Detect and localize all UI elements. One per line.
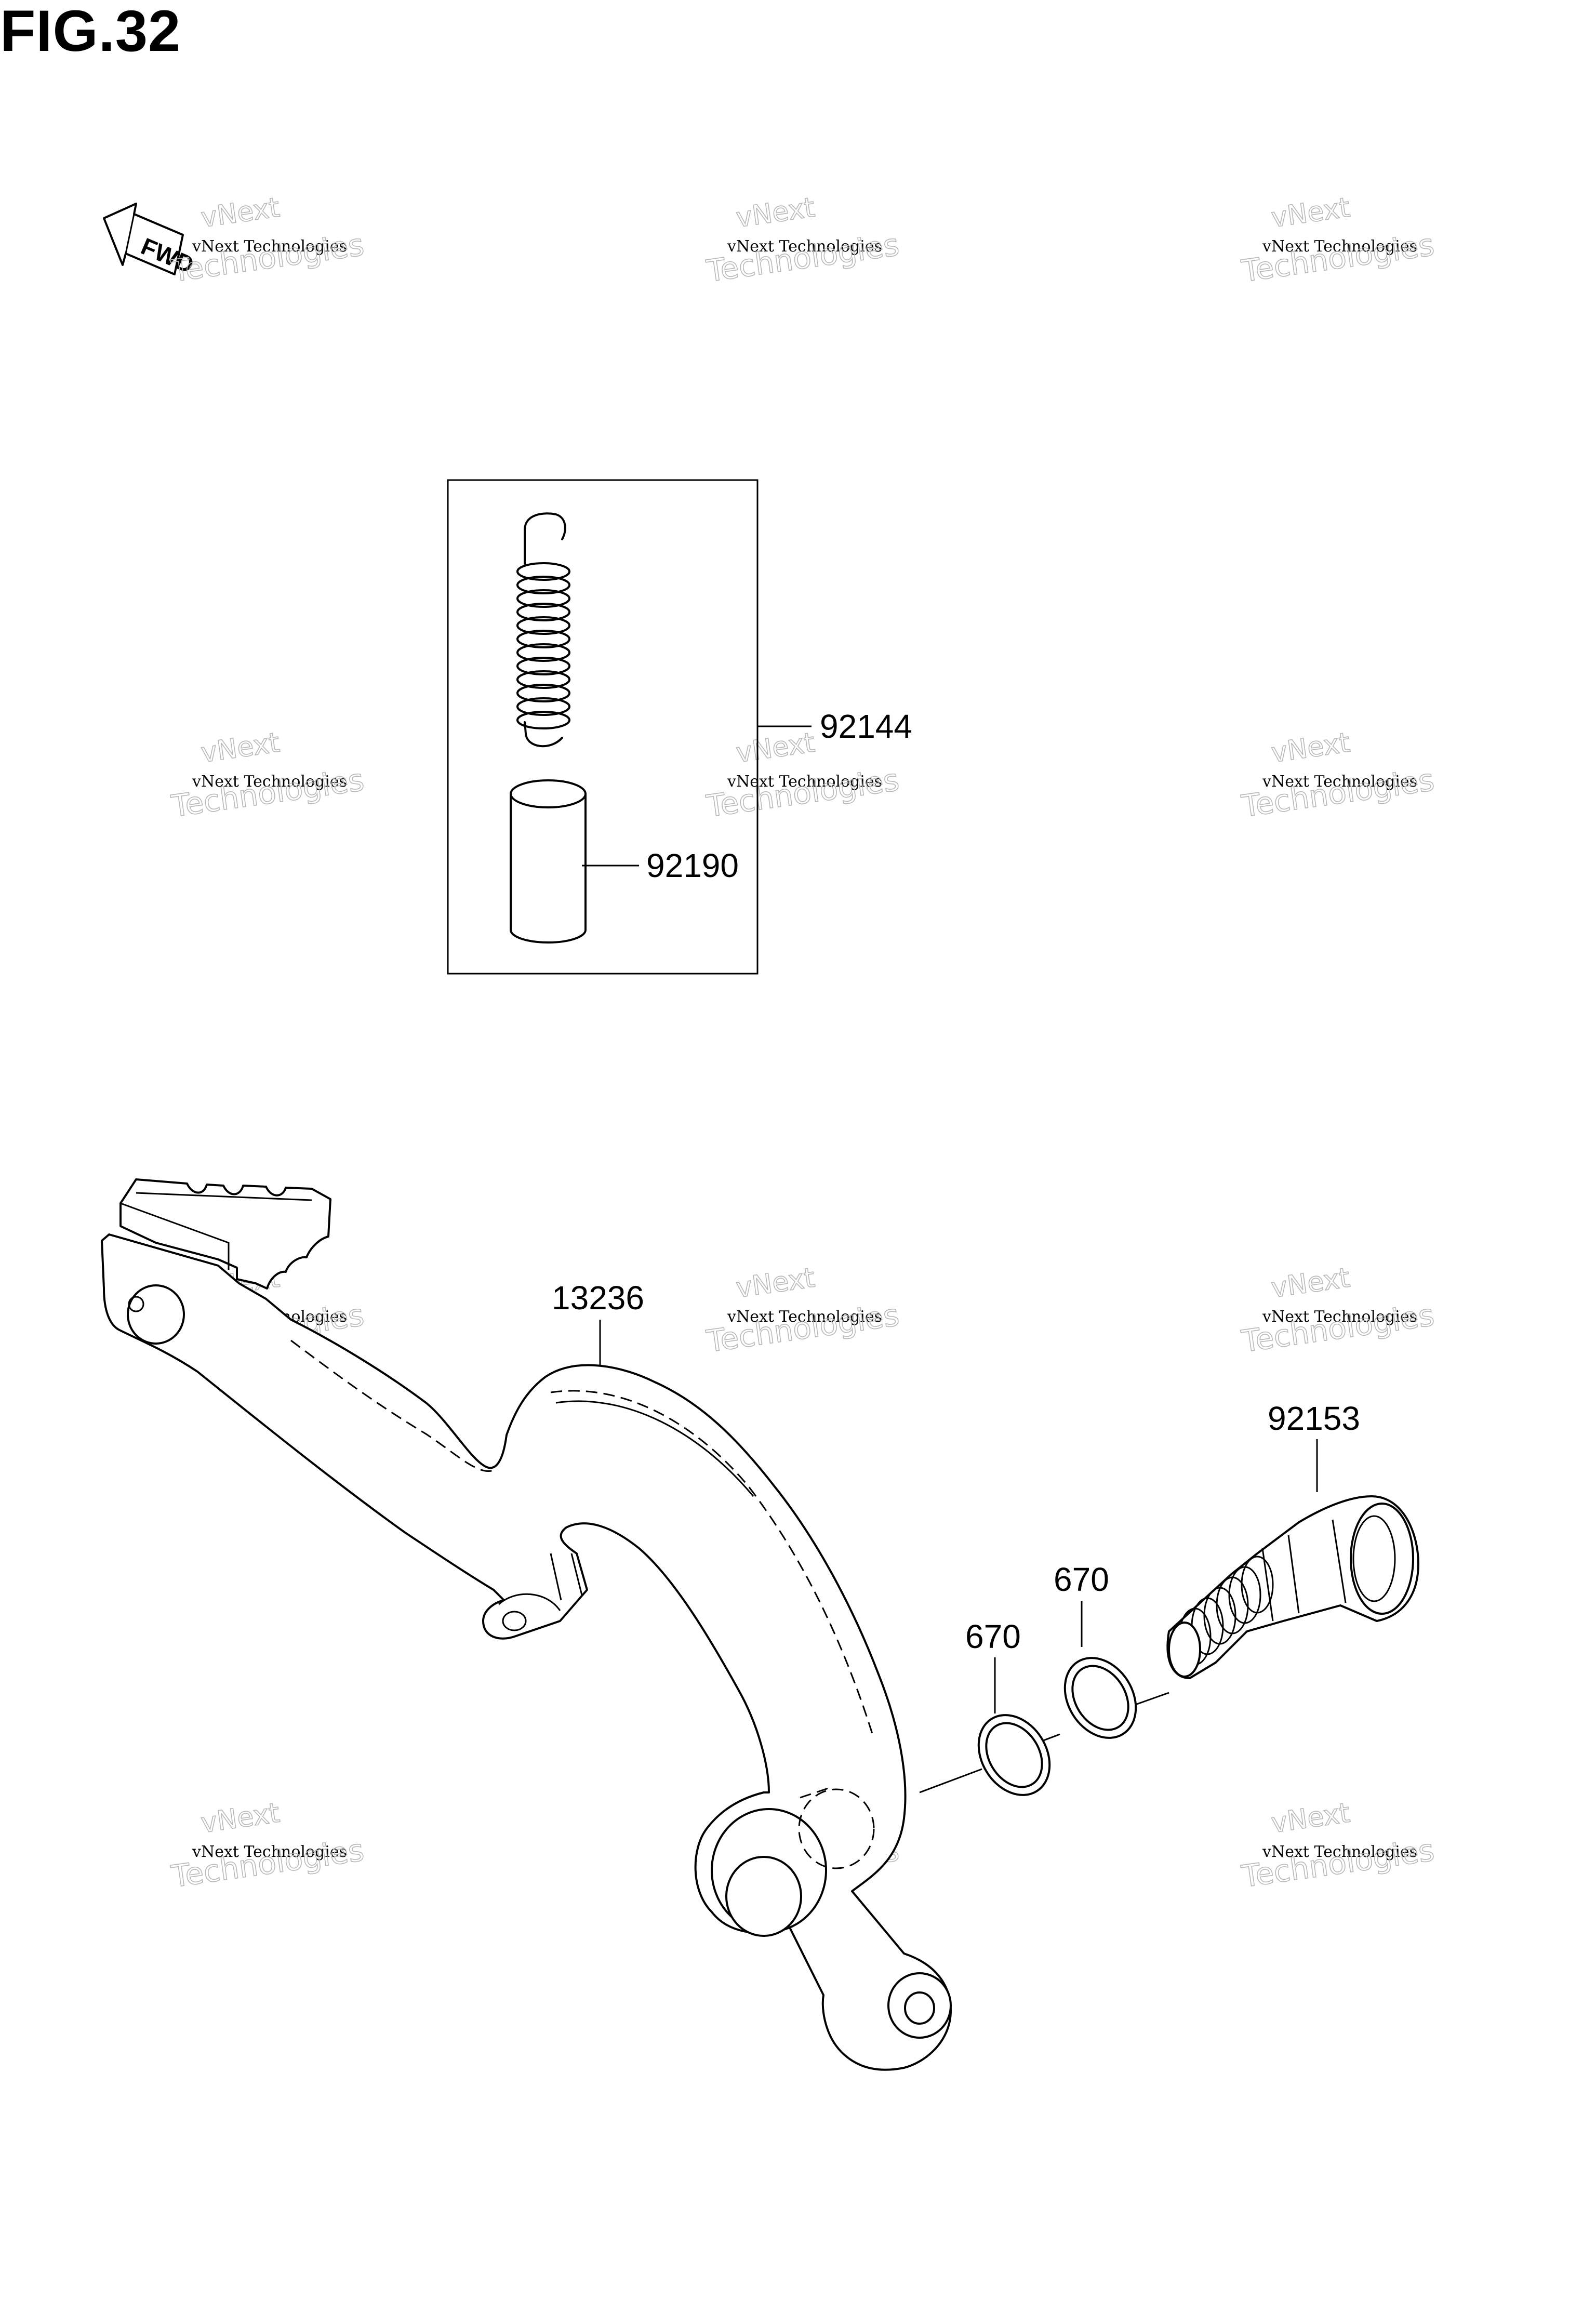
figure-title: FIG.32 — [0, 0, 181, 63]
watermark-outline: vNext — [734, 1263, 817, 1305]
watermark-text: vNext Technologies — [192, 237, 347, 256]
watermark-outline: vNext — [199, 727, 282, 769]
callout-670-outer: 670 — [965, 1618, 1021, 1655]
watermark-outline-text: Technologies — [704, 227, 901, 289]
watermark-text: vNext Technologies — [1262, 773, 1417, 791]
callout-13236: 13236 — [552, 1279, 644, 1317]
callout-670-inner: 670 — [1054, 1561, 1109, 1598]
spring-coil — [516, 603, 570, 621]
watermark-outline: vNext — [1269, 1263, 1352, 1305]
watermark-outline: vNext — [1269, 1798, 1352, 1840]
spring-coil — [516, 697, 570, 716]
spring-coil — [516, 616, 570, 635]
return-spring — [516, 512, 570, 748]
watermark-text: vNext Technologies — [727, 237, 882, 256]
o-ring-inner — [1063, 1657, 1137, 1739]
watermark-text: vNext Technologies — [1262, 1843, 1417, 1861]
watermark-outline-text: Technologies — [704, 762, 901, 824]
spring-coil — [516, 562, 570, 581]
spring-coil — [516, 589, 570, 608]
spring-coil — [516, 630, 570, 648]
watermark-text: vNext Technologies — [727, 773, 882, 791]
watermark-outline: vNext — [199, 192, 282, 234]
watermark-outline: vNext — [199, 1798, 282, 1840]
collar-sleeve — [510, 779, 587, 944]
watermark-outline-text: Technologies — [169, 227, 366, 289]
callout-92144: 92144 — [820, 708, 912, 745]
brake-pedal — [101, 1178, 952, 2071]
watermark-text: vNext Technologies — [192, 1843, 347, 1861]
watermark-text: vNext Technologies — [192, 773, 347, 791]
pivot-bolt — [1166, 1495, 1419, 1679]
watermark-text: vNext Technologies — [1262, 237, 1417, 256]
watermark-text: vNext Technologies — [727, 1308, 882, 1326]
watermark-outline-text: Technologies — [169, 1832, 366, 1894]
watermark-outline-text: Technologies — [704, 1297, 901, 1359]
watermark-outline: vNext — [734, 192, 817, 234]
callout-92190: 92190 — [646, 847, 739, 884]
watermark-outline-text: Technologies — [1239, 1832, 1436, 1894]
watermark-outline: vNext — [1269, 727, 1352, 769]
bolt-thread — [1241, 1556, 1274, 1614]
o-ring-outer — [977, 1714, 1051, 1796]
spring-coil — [516, 711, 570, 729]
watermark-text: vNext Technologies — [1262, 1308, 1417, 1326]
spring-coil — [516, 643, 570, 662]
spring-coil — [516, 657, 570, 675]
spring-coil — [516, 670, 570, 689]
watermark-outline-text: Technologies — [1239, 1297, 1436, 1359]
kit-box — [447, 479, 759, 975]
watermark-outline-text: Technologies — [169, 762, 366, 824]
watermark-outline: vNext — [1269, 192, 1352, 234]
callout-92153: 92153 — [1268, 1400, 1360, 1437]
watermark-outline-text: Technologies — [1239, 762, 1436, 824]
watermark-outline: vNext — [734, 727, 817, 769]
watermark-outline-text: Technologies — [1239, 227, 1436, 289]
spring-coil — [516, 576, 570, 594]
spring-coil — [516, 684, 570, 702]
